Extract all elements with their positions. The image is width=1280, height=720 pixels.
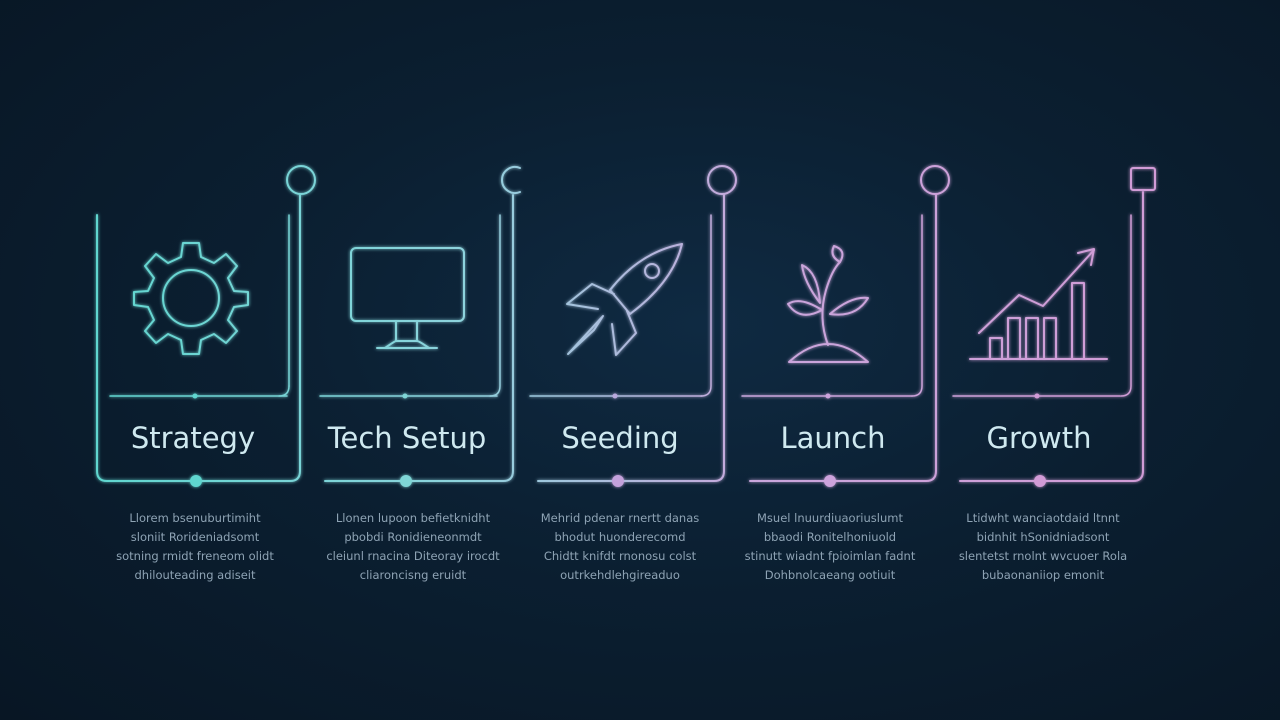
divider-dot	[402, 393, 408, 399]
divider-dot	[612, 393, 618, 399]
top-circle-marker	[707, 165, 737, 195]
inner-line	[1120, 214, 1132, 397]
top-circle-marker	[286, 165, 316, 195]
description-line: Llonen lupoon befietknidht	[336, 511, 491, 525]
top-half-circle-marker	[501, 166, 521, 194]
description-strategy: Llorem bsenuburtimiht sloniit Rorideniad…	[116, 511, 274, 582]
sprout-icon	[787, 245, 869, 363]
description-line: stinutt wiadnt fpioimlan fadnt	[745, 549, 916, 563]
bottom-dot	[400, 475, 412, 487]
description-line: dhilouteading adiseit	[135, 568, 256, 582]
stage-growth	[952, 167, 1156, 487]
top-circle-marker	[920, 165, 950, 195]
divider-dot	[1034, 393, 1040, 399]
description-line: bubaonaniiop emonit	[982, 568, 1105, 582]
monitor-icon	[350, 247, 465, 349]
description-line: outrkehdlehgireaduo	[560, 568, 680, 582]
description-line: bidnhit hSonidniadsont	[977, 530, 1110, 544]
description-tech-setup: Llonen lupoon befietknidht pbobdi Ronidi…	[326, 511, 500, 582]
bottom-dot	[190, 475, 202, 487]
description-line: cleiunl rnacina Diteoray irocdt	[326, 549, 500, 563]
divider-dot	[825, 393, 831, 399]
description-line: sloniit Rorideniadsomt	[131, 530, 260, 544]
stage-title-growth: Growth	[987, 421, 1092, 455]
stage-title-seeding: Seeding	[561, 421, 678, 455]
inner-line	[911, 214, 923, 397]
inner-line	[489, 214, 501, 397]
stage-titles: Strategy Tech Setup Seeding Launch Growt…	[131, 421, 1092, 455]
stage-tech-setup	[319, 166, 521, 487]
stage-strategy	[96, 165, 316, 487]
inner-corner	[278, 385, 290, 397]
stage-launch	[741, 165, 950, 487]
description-line: bbaodi Ronitelhoniuold	[764, 530, 896, 544]
description-line: pbobdi Ronidieneonmdt	[344, 530, 482, 544]
description-line: slentetst rnolnt wvcuoer Rola	[959, 549, 1127, 563]
stage-frame	[324, 194, 514, 482]
description-growth: Ltidwht wanciaotdaid ltnnt bidnhit hSoni…	[959, 511, 1127, 582]
stage-seeding	[529, 165, 737, 487]
description-line: Chidtt knifdt rnonosu colst	[544, 549, 697, 563]
description-line: Llorem bsenuburtimiht	[129, 511, 261, 525]
description-line: Dohbnolcaeang ootiuit	[765, 568, 896, 582]
inner-line	[700, 214, 712, 397]
bottom-dot	[612, 475, 624, 487]
description-line: bhodut huonderecomd	[554, 530, 685, 544]
bottom-dot	[824, 475, 836, 487]
stage-frame	[537, 194, 725, 482]
description-launch: Msuel lnuurdiuaoriuslumt bbaodi Ronitelh…	[745, 511, 916, 582]
stage-descriptions: Llorem bsenuburtimiht sloniit Rorideniad…	[116, 511, 1127, 582]
rocket-icon	[566, 243, 683, 356]
bar-chart-icon	[969, 248, 1108, 360]
bottom-dot	[1034, 475, 1046, 487]
stage-frame	[959, 191, 1144, 482]
gear-icon	[133, 242, 249, 355]
stage-title-strategy: Strategy	[131, 421, 255, 455]
description-line: Msuel lnuurdiuaoriuslumt	[757, 511, 903, 525]
stage-frame	[749, 194, 937, 482]
top-square-marker	[1130, 167, 1156, 191]
stage-title-tech-setup: Tech Setup	[327, 421, 487, 455]
description-line: Mehrid pdenar rnertt danas	[541, 511, 700, 525]
description-seeding: Mehrid pdenar rnertt danas bhodut huonde…	[541, 511, 700, 582]
description-line: Ltidwht wanciaotdaid ltnnt	[966, 511, 1120, 525]
divider-dot	[192, 393, 198, 399]
description-line: sotning rmidt freneom olidt	[116, 549, 274, 563]
stage-title-launch: Launch	[780, 421, 885, 455]
description-line: cliaroncisng eruidt	[360, 568, 467, 582]
